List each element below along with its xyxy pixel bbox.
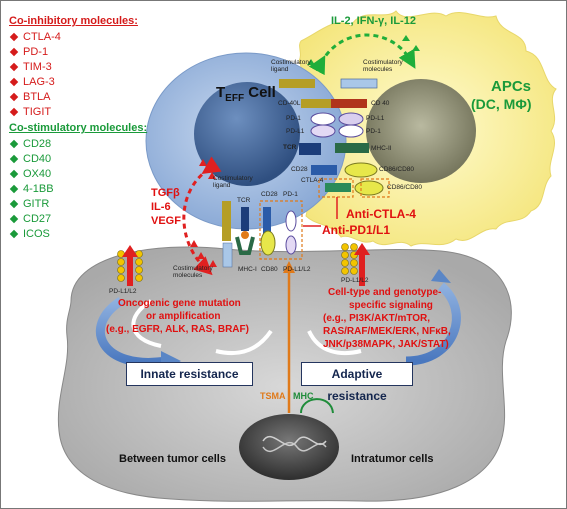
costimulatory-title: Co-stimulatory molecules: <box>9 122 148 134</box>
diamond-bullet-icon <box>9 229 19 239</box>
cd86-cd80-label: CD86/CD80 <box>387 184 423 191</box>
signaling-line1: Cell-type and genotype- <box>328 287 442 298</box>
anti-pd1-label: Anti-PD1/L1 <box>322 223 391 237</box>
coinhibitory-item: PD-1 <box>9 46 48 58</box>
diamond-bullet-icon <box>9 107 19 117</box>
diamond-bullet-icon <box>9 62 19 72</box>
costimulatory-item: 4-1BB <box>9 183 54 195</box>
pd1-label: PD-1 <box>366 128 381 135</box>
cytokine-il6: IL-6 <box>151 201 171 213</box>
mhc1-label: MHC-I <box>238 266 257 273</box>
anti-ctla4-label: Anti-CTLA-4 <box>346 207 416 221</box>
mhc2-label: MHC-II <box>371 145 392 152</box>
signaling-line3: (e.g., PI3K/AKT/mTOR, <box>323 313 431 324</box>
signaling-line4: RAS/RAF/MEK/ERK, NFκB, <box>323 326 451 337</box>
diamond-bullet-icon <box>9 47 19 57</box>
receptor-pairs-lower <box>222 200 321 268</box>
mhc-label: MHC <box>293 391 314 401</box>
oncogenic-line3: (e.g., EGFR, ALK, RAS, BRAF) <box>106 324 249 335</box>
cytokine-arrow <box>308 33 416 76</box>
tcr-label: TCR <box>283 144 297 151</box>
cd80-label: CD80 <box>261 266 278 273</box>
coinhibitory-item: LAG-3 <box>9 76 55 88</box>
diamond-bullet-icon <box>9 184 19 194</box>
costim-ligand-top: Costimulatory ligand <box>271 59 311 74</box>
costimulatory-item: ICOS <box>9 228 50 240</box>
pd1-label: PD-1 <box>286 115 301 122</box>
intratumor-cells-label: Intratumor cells <box>351 453 434 465</box>
cd40l-label: CD-40L <box>278 100 301 107</box>
adaptive-resistance-box: Adaptive resistance <box>301 362 413 403</box>
costimulatory-item: CD27 <box>9 213 51 225</box>
cycle-arrow-left <box>131 299 162 348</box>
diamond-bullet-icon <box>9 214 19 224</box>
signaling-line5: JNK/p38MAPK, JAK/STAT) <box>323 339 449 350</box>
pdl1-label: PD-L1 <box>286 128 305 135</box>
suppressive-triangles <box>190 159 217 267</box>
pd1-low-label: PD-1 <box>283 191 298 198</box>
coinhibitory-item: CTLA-4 <box>9 31 61 43</box>
diamond-bullet-icon <box>9 169 19 179</box>
oncogenic-line1: Oncogenic gene mutation <box>118 298 241 309</box>
coinhibitory-item: BTLA <box>9 91 51 103</box>
coinhibitory-item: TIGIT <box>9 106 51 118</box>
diamond-bullet-icon <box>9 199 19 209</box>
costim-ligand-low: Costimulatory ligand <box>213 175 253 190</box>
cd28-label: CD28 <box>291 166 308 173</box>
signaling-line2: specific signaling <box>349 300 433 311</box>
costimulatory-item: CD28 <box>9 138 51 150</box>
diamond-bullet-icon <box>9 92 19 102</box>
diamond-bullet-icon <box>9 139 19 149</box>
costimulatory-item: GITR <box>9 198 49 210</box>
cytokines-label: IL-2, IFN-γ, IL-12 <box>331 15 416 27</box>
coinhibitory-title: Co-inhibitory molecules: <box>9 15 138 27</box>
dna-helix <box>262 435 327 447</box>
tumor-nucleus <box>239 414 339 480</box>
apc-label: APCs <box>491 78 532 95</box>
pdl1l2-low-label: PD-L1/L2 <box>283 266 311 273</box>
costim-molecules-top: Costimulatory molecules <box>363 59 403 74</box>
tsma-label: TSMA <box>260 391 286 401</box>
oncogenic-line2: or amplification <box>146 311 221 322</box>
tumor-cell <box>57 246 512 502</box>
pdl1-markers <box>117 243 358 282</box>
diamond-bullet-icon <box>9 32 19 42</box>
costimulatory-item: CD40 <box>9 153 51 165</box>
pdl1l2-left-label: PD-L1/L2 <box>109 288 137 295</box>
costimulatory-item: OX40 <box>9 168 51 180</box>
cytokine-tgfb: TGFβ <box>151 187 180 199</box>
innate-resistance-box: Innate resistance <box>126 362 253 386</box>
teff-label: TEFF Cell <box>216 84 276 104</box>
apc-nucleus <box>366 79 476 183</box>
cytokine-triangles <box>307 35 420 71</box>
upregulation-arrows <box>122 243 370 286</box>
pdl1-label: PD-L1 <box>366 115 385 122</box>
diamond-bullet-icon <box>9 77 19 87</box>
cycle-arrow-right <box>307 330 362 356</box>
costim-molecules-low: Costimulatory molecules <box>173 265 213 280</box>
tcr-low-label: TCR <box>237 197 251 204</box>
diamond-bullet-icon <box>9 154 19 164</box>
coinhibitory-item: TIM-3 <box>9 61 52 73</box>
between-tumor-cells-label: Between tumor cells <box>119 453 226 465</box>
apc-sublabel: (DC, MΦ) <box>471 96 532 112</box>
cd28-low-label: CD28 <box>261 191 278 198</box>
ctla4-label: CTLA-4 <box>301 177 324 184</box>
cd40-label: CD 40 <box>371 100 390 107</box>
adaptive-curve-arrow <box>405 282 461 366</box>
pdl1l2-right-label: PD-L1/L2 <box>341 277 369 284</box>
cytokine-vegf: VEGF <box>151 215 181 227</box>
cd86-cd80-label: CD86/CD80 <box>379 166 415 173</box>
receptor-pairs-upper <box>279 78 390 219</box>
